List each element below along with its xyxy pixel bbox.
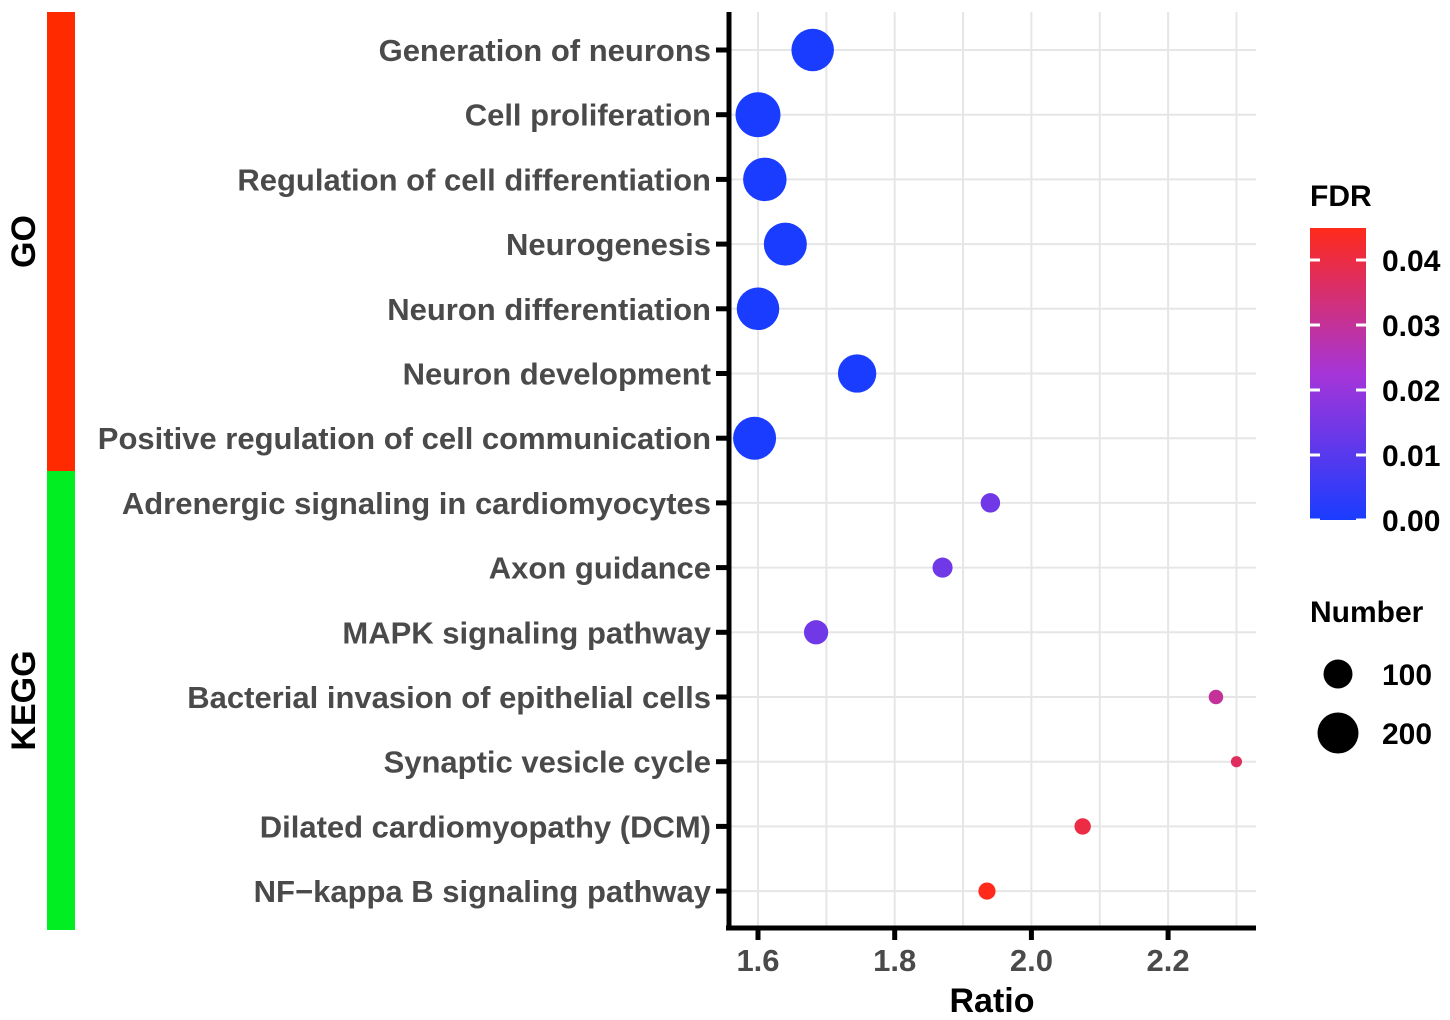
term-label: Synaptic vesicle cycle	[384, 745, 711, 780]
data-point	[735, 92, 781, 138]
data-point	[743, 157, 787, 202]
term-label: Bacterial invasion of epithelial cells	[187, 680, 711, 715]
data-point	[980, 493, 1001, 513]
data-point	[733, 416, 777, 460]
term-label: Positive regulation of cell communicatio…	[98, 421, 711, 456]
fdr-legend: FDR 0.00 0.01 0.02 0.03 0.04	[1310, 180, 1441, 538]
x-axis-ticks	[755, 928, 1171, 940]
fdr-legend-ticks: 0.00 0.01 0.02 0.03 0.04	[1310, 245, 1441, 538]
number-legend-label: 100	[1382, 659, 1432, 692]
group-label: KEGG	[5, 650, 43, 750]
x-tick-labels: 1.6 1.8 2.0 2.2	[736, 943, 1189, 978]
y-axis-ticks	[716, 47, 729, 894]
term-label: Generation of neurons	[379, 33, 711, 68]
x-tick-label: 1.6	[736, 943, 779, 978]
number-legend-title: Number	[1310, 596, 1424, 629]
fdr-colorbar	[1310, 228, 1366, 520]
term-label: Neuron development	[403, 357, 711, 392]
term-label: Regulation of cell differentiation	[237, 162, 711, 197]
data-point	[736, 287, 780, 331]
plot-panel	[716, 12, 1256, 940]
data-point	[978, 882, 996, 900]
data-point	[763, 222, 807, 266]
term-label: Dilated cardiomyopathy (DCM)	[260, 809, 711, 844]
data-points	[733, 28, 1243, 900]
term-label: Neurogenesis	[506, 227, 711, 262]
number-legend-items: 100 200	[1317, 659, 1432, 754]
data-point	[932, 557, 953, 578]
fdr-tick-label: 0.01	[1382, 440, 1440, 473]
term-label: Adrenergic signaling in cardiomyocytes	[122, 486, 711, 521]
data-point	[803, 620, 829, 645]
group-bar	[47, 12, 75, 471]
term-label: Axon guidance	[489, 551, 711, 586]
fdr-tick-label: 0.03	[1382, 310, 1440, 343]
data-point	[1074, 818, 1091, 835]
term-label: Cell proliferation	[465, 98, 711, 133]
number-legend-label: 200	[1382, 718, 1432, 751]
group-label: GO	[5, 215, 43, 268]
term-label: MAPK signaling pathway	[342, 615, 711, 650]
data-point	[1208, 689, 1224, 705]
fdr-legend-title: FDR	[1310, 180, 1372, 213]
x-axis-title: Ratio	[950, 982, 1035, 1020]
fdr-tick-label: 0.02	[1382, 375, 1440, 408]
group-bar	[47, 471, 75, 930]
data-point	[791, 28, 834, 72]
grid-lines	[729, 12, 1256, 928]
data-point	[837, 354, 877, 393]
data-point	[1230, 756, 1243, 768]
number-legend: Number 100 200	[1310, 596, 1432, 754]
fdr-tick-label: 0.04	[1382, 245, 1441, 278]
term-label: NF−kappa B signaling pathway	[254, 874, 712, 909]
fdr-tick-label: 0.00	[1382, 505, 1440, 538]
group-bars: GO KEGG	[5, 12, 75, 930]
x-tick-label: 2.2	[1147, 943, 1190, 978]
number-legend-dot	[1317, 712, 1359, 754]
term-label: Neuron differentiation	[387, 292, 711, 327]
x-tick-label: 1.8	[873, 943, 916, 978]
x-tick-label: 2.0	[1010, 943, 1053, 978]
number-legend-dot	[1323, 659, 1353, 689]
